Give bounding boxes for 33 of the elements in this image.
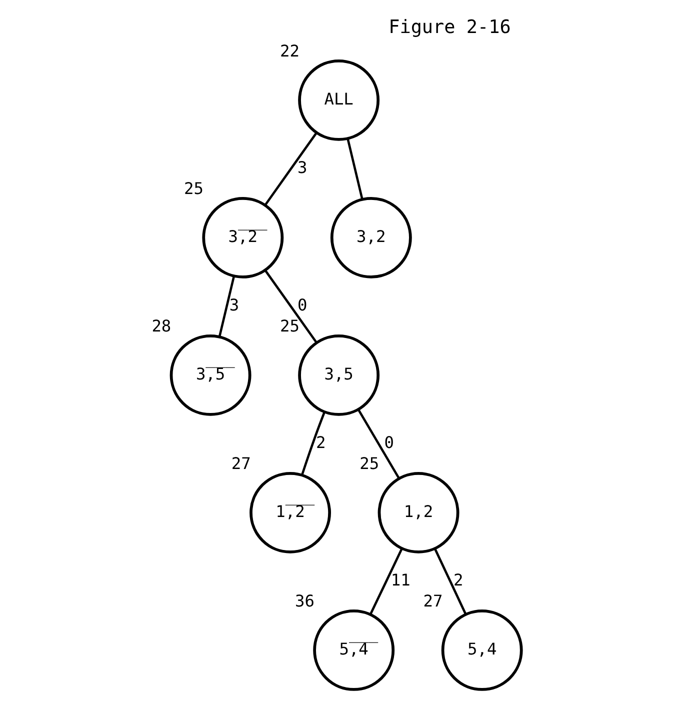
node-label: 25 [280,316,300,336]
connector [300,412,326,476]
node-circle: 5,4 [441,609,523,691]
diagram-title: Figure 2-16 [388,16,511,38]
node-label: 25 [184,179,204,198]
connector [369,548,403,615]
node-circle: 3,2 [330,196,412,278]
node-circle: 5̅,̅4̅ [313,609,395,691]
edge-label: 11 [390,570,410,590]
node-label: 36 [294,592,314,611]
node-label: 22 [280,42,300,61]
connector [218,276,236,338]
edge-label: 0 [298,296,308,315]
edge-label: 3 [229,296,240,315]
node-label: 28 [152,316,172,336]
edge-label: 3 [298,158,308,178]
node-circle: ALL [298,59,380,141]
node-label: 25 [360,454,380,474]
node-circle: 3̅,̅5̅ [170,334,252,416]
connector [346,138,364,200]
edge-label: 0 [384,433,394,452]
node-circle: 1,2 [378,472,460,554]
node-circle: 3,5 [298,334,380,416]
edge-label: 2 [316,433,326,452]
node-circle: 1̅,̅2̅ [250,472,331,554]
connector [434,548,467,615]
node-circle: 3̅,̅2̅ [202,196,284,278]
edge-label: 2 [454,570,464,590]
connector [264,132,318,206]
connector [264,270,318,344]
node-label: 27 [231,454,251,474]
connector [357,408,400,479]
node-label: 27 [423,592,443,611]
